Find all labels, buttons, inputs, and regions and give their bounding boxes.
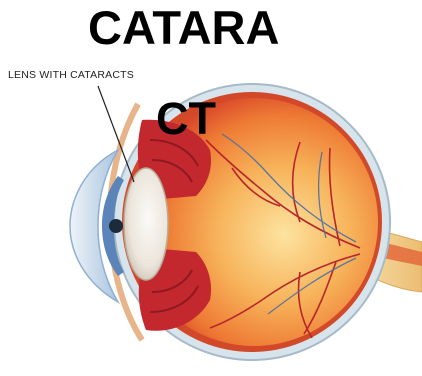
title-line-2: CT	[156, 96, 216, 141]
pupil	[109, 219, 123, 233]
lens-callout-label: LENS WITH CATARACTS	[8, 70, 134, 81]
lens-with-cataract	[124, 168, 168, 280]
title-line-1: CATARA	[88, 4, 279, 51]
